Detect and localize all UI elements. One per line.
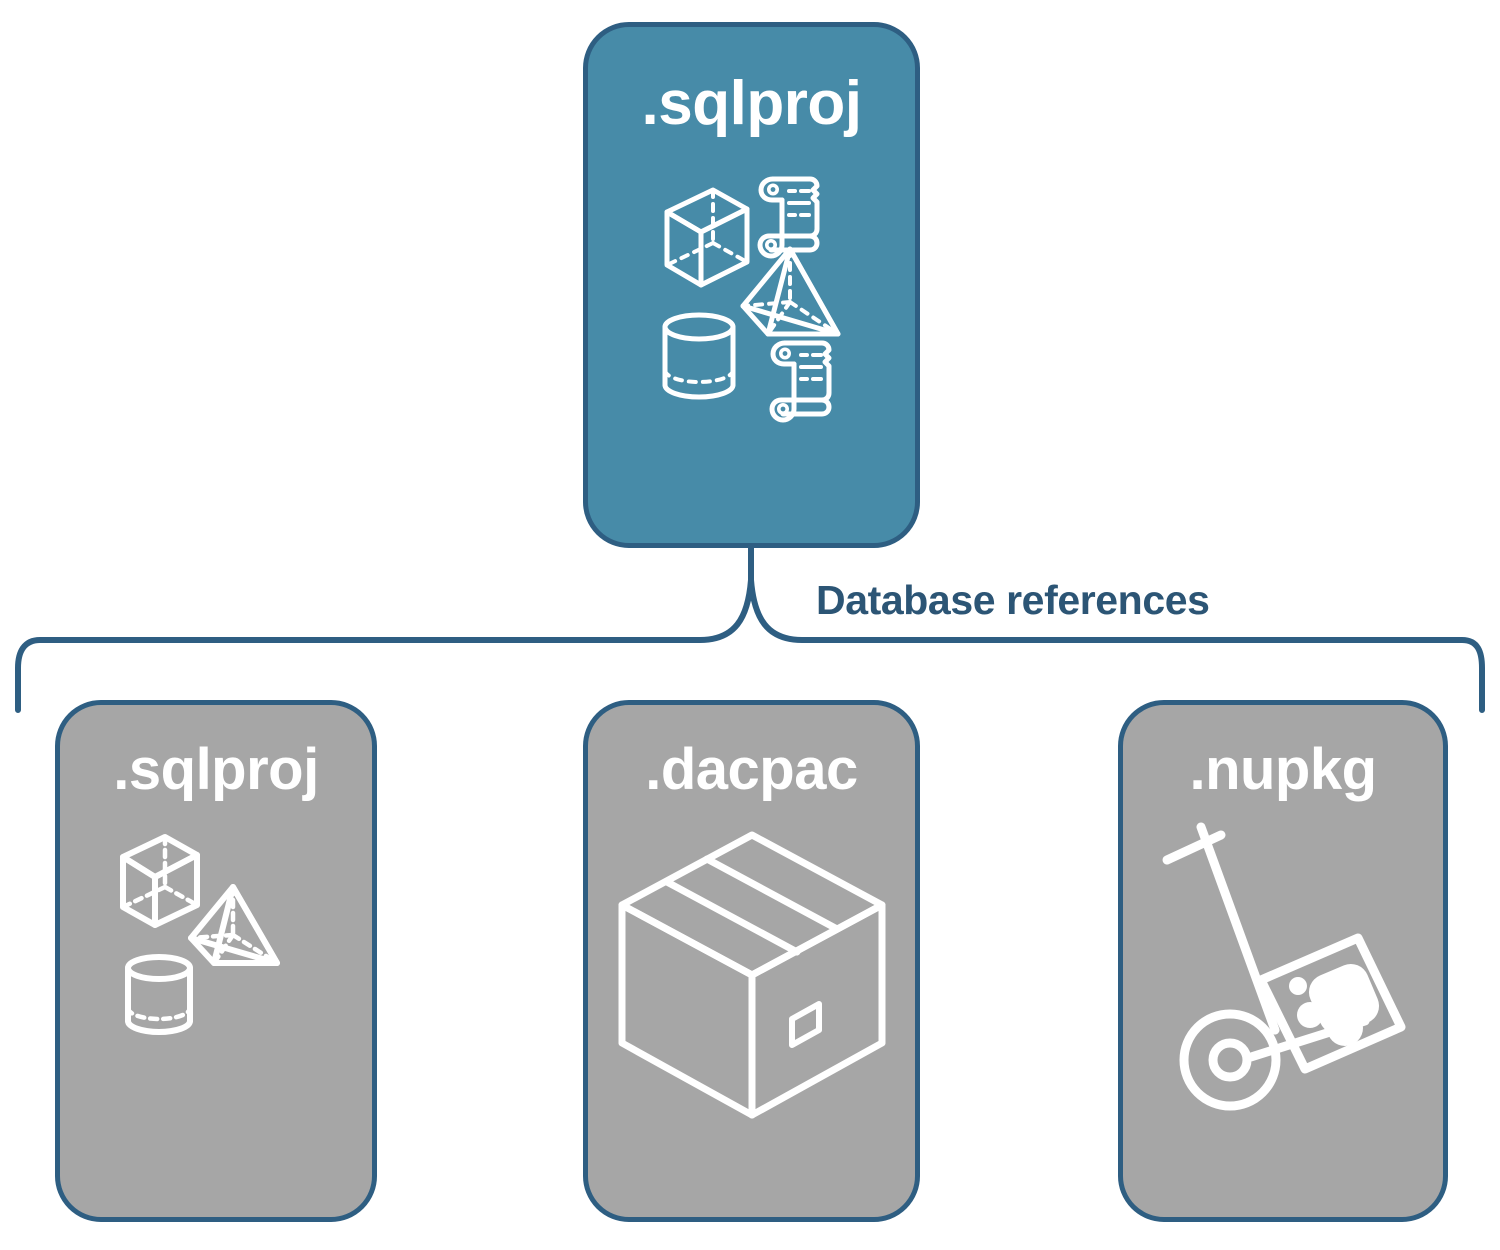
- brace-left-wing: [15, 577, 754, 713]
- wireframe-pyramid-icon: [740, 246, 840, 337]
- node-title: .dacpac: [645, 737, 858, 802]
- node-dacpac-reference[interactable]: .dacpac: [583, 700, 920, 1222]
- wireframe-cube-icon: [664, 187, 749, 288]
- shipping-box-icon: [618, 831, 885, 1119]
- node-title: .sqlproj: [113, 737, 319, 802]
- hand-truck-nuget-package-icon: [1162, 822, 1406, 1111]
- node-sqlproj-reference[interactable]: .sqlproj: [55, 700, 377, 1222]
- node-nupkg-reference[interactable]: .nupkg: [1118, 700, 1448, 1222]
- wireframe-pyramid-icon: [188, 884, 280, 966]
- wireframe-cylinder-icon: [125, 954, 193, 1035]
- root-node-icon-group: [647, 157, 857, 427]
- scroll-icon: [769, 340, 831, 423]
- node-title: .nupkg: [1189, 737, 1377, 802]
- node-sqlproj-root[interactable]: .sqlproj: [583, 22, 920, 548]
- wireframe-cube-icon: [120, 834, 200, 928]
- nupkg-node-icon-group: [1153, 822, 1413, 1115]
- node-title: .sqlproj: [641, 69, 862, 138]
- wireframe-cylinder-icon: [662, 312, 735, 400]
- connector-label: Database references: [816, 577, 1210, 623]
- dacpac-node-icon-group: [607, 825, 897, 1125]
- sqlproj-node-icon-group: [111, 825, 321, 1055]
- scroll-icon: [757, 176, 819, 259]
